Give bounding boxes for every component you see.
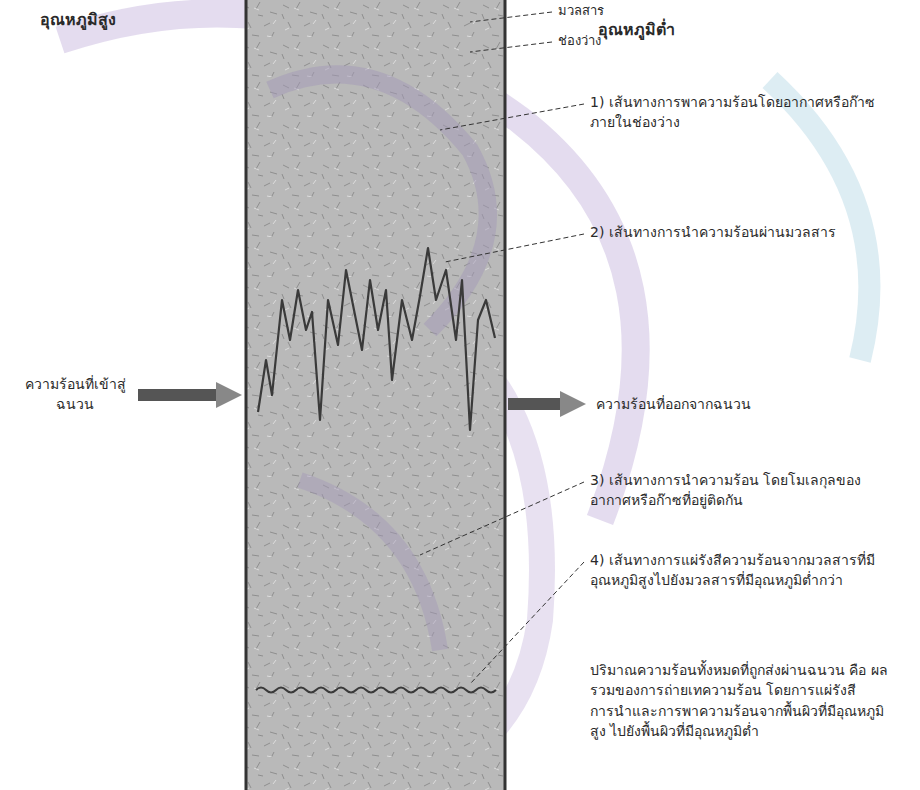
heat-in-label: ความร้อนที่เข้าสู่ฉนวน	[16, 374, 134, 415]
callout-note: 3) เส้นทางการนำความร้อน โดยโมเลกุลของอาก…	[590, 470, 890, 511]
callout-note: 1) เส้นทางการพาความร้อนโดยอากาศหรือก๊าซภ…	[590, 92, 890, 133]
callout-note: 4) เส้นทางการแผ่รังสีความร้อนจากมวลสารที…	[590, 550, 890, 591]
temperature-label: อุณหภูมิสูง	[40, 8, 230, 31]
part-label: มวลสาร	[558, 2, 758, 21]
callout-note: 2) เส้นทางการนำความร้อนผ่านมวลสาร	[590, 222, 890, 242]
temperature-label: อุณหภูมิต่ำ	[598, 18, 898, 41]
summary-note: ปริมาณความร้อนทั้งหมดที่ถูกส่งผ่านฉนวน ค…	[590, 660, 895, 741]
heat-out-label: ความร้อนที่ออกจากฉนวน	[596, 394, 906, 414]
